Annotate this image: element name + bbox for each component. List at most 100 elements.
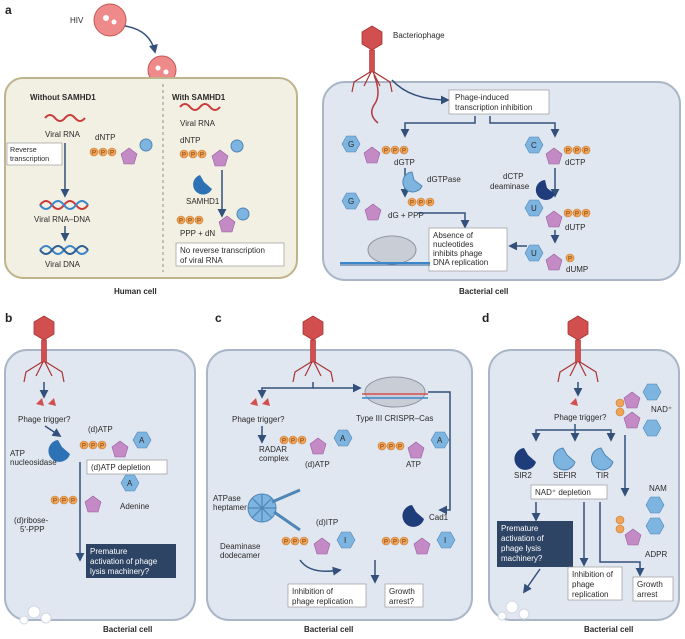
absence-line4: DNA replication (433, 258, 488, 267)
phage-dna-squiggle (371, 74, 379, 124)
dg-ppp-label: dG + PPP (388, 211, 424, 220)
growth-c-line1: Growth (389, 587, 415, 596)
premature-d-line4: machinery? (501, 554, 543, 563)
nad-plus-label: NAD⁺ (651, 405, 672, 414)
adpr-molecule-icon (615, 515, 665, 546)
panel-a: a HIV Without SAMHD1 With SAMHD1 Viral R… (4, 3, 681, 296)
bacterial-cell-a-label: Bacterial cell (459, 287, 508, 296)
lysis-burst-d-icon (497, 600, 530, 621)
bacterial-cell-b-label: Bacterial cell (103, 625, 152, 634)
bacterial-cell-c (206, 349, 473, 621)
to-dctp-arrow (489, 116, 560, 138)
inhibition-d-line1: Inhibition of (572, 570, 614, 579)
panel-label-b: b (5, 311, 12, 325)
inhibition-d-box (567, 566, 623, 601)
growth-d-line1: Growth (637, 580, 663, 589)
with-samhd1-label: With SAMHD1 (172, 93, 226, 102)
atp-nucleosidase-line2: nucleosidase (10, 458, 57, 467)
phage-trigger-b-label: Phage trigger? (18, 415, 71, 424)
g-base-1: G (348, 140, 354, 149)
bacterial-cell-c-label: Bacterial cell (304, 625, 353, 634)
bacteriophage-label: Bacteriophage (393, 31, 445, 40)
adenine-label: Adenine (120, 502, 150, 511)
atpase-line2: heptamer (213, 503, 247, 512)
no-rt-box (175, 242, 285, 267)
datp-c-label: (d)ATP (305, 460, 330, 469)
ditp-label: (d)ITP (316, 518, 338, 527)
dctp-label: dCTP (565, 158, 585, 167)
nad-depletion-label: NAD⁺ depletion (535, 488, 591, 497)
dctp-deaminase-icon (535, 180, 555, 200)
viral-rna-right-label: Viral RNA (180, 119, 216, 128)
bacterial-cell-a (322, 81, 681, 281)
growth-c-line2: arrest? (389, 597, 414, 606)
phage-inhibition-line1: Phage-induced (455, 93, 509, 102)
atp-c-label: ATP (406, 460, 421, 469)
dribose-phosphates (50, 495, 78, 505)
radar-line1: RADAR (259, 445, 287, 454)
g-base-2: G (348, 197, 354, 206)
premature-d-box (497, 521, 573, 567)
a-base-c-1: A (340, 434, 346, 443)
deaminase-line2: dodecamer (220, 551, 260, 560)
radar-complex-icon (247, 488, 301, 532)
dctp-deaminase-line1: dCTP (503, 172, 523, 181)
inhibition-d-line3: replication (572, 590, 608, 599)
datp-depletion-label: (d)ATP depletion (91, 463, 150, 472)
bacterial-cell-b (4, 349, 196, 621)
dgtp-label: dGTP (394, 158, 415, 167)
i-base-c-2: I (444, 536, 446, 545)
dntp-right-base (230, 139, 244, 153)
no-rt-line2: of viral RNA (180, 256, 223, 265)
panel-label-c: c (215, 311, 222, 325)
phage-trigger-c-icon (250, 398, 270, 406)
premature-d-line2: activation of (501, 534, 544, 543)
dntp-left-phosphates (89, 147, 117, 157)
dump-p-label: P (568, 257, 572, 263)
viral-rna-dna-label: Viral RNA–DNA (34, 215, 91, 224)
phage-inhibition-line2: transcription inhibition (455, 103, 532, 112)
without-samhd1-label: Without SAMHD1 (30, 93, 96, 102)
dgtpase-label: dGTPase (427, 175, 461, 184)
dutp-label: dUTP (565, 223, 585, 232)
ppp-product-phosphates (176, 215, 204, 225)
rna-dna-strand-blue (39, 200, 89, 210)
to-tir-arrow (575, 429, 616, 442)
dump-label: dUMP (566, 265, 588, 274)
to-absence-arrow (418, 212, 470, 229)
reverse-transcription-line2: transcription (10, 154, 49, 163)
sir2-label: SIR2 (514, 471, 532, 480)
viral-rna-strand-right (179, 103, 221, 111)
dump-phosphate (565, 253, 575, 263)
panel-b: b Phage trigger? (d)ATP A ATP nucleosida… (4, 311, 196, 634)
atpase-line1: ATPase (213, 494, 241, 503)
inhibition-c-box (287, 583, 367, 608)
phage-trigger-b-icon (36, 398, 56, 406)
ppp-dn-label: PPP + dN (180, 229, 215, 238)
tir-icon (590, 447, 614, 471)
i-base-c-1: I (344, 536, 346, 545)
absence-line2: nucleotides (433, 240, 473, 249)
sir2-icon (514, 448, 536, 470)
viral-rna-left-label: Viral RNA (45, 130, 81, 139)
dntp-right-label: dNTP (180, 136, 200, 145)
phage-inhibition-box (448, 89, 550, 115)
ditp-phosphates (281, 536, 309, 546)
to-lysis-d-arrow (522, 568, 541, 594)
nam-label: NAM (649, 484, 667, 493)
adpr-label: ADPR (645, 550, 667, 559)
reverse-transcription-line1: Reverse (10, 145, 37, 154)
a-base-b-1: A (139, 436, 145, 445)
to-inhibition-c-arrow (299, 559, 342, 576)
absence-line3: inhibits phage (433, 249, 483, 258)
inhibition-d-line2: phage (572, 580, 595, 589)
nad-depletion-box (530, 484, 608, 500)
premature-b-line3: lysis machinery? (90, 567, 150, 576)
a-base-b-2: A (127, 479, 133, 488)
no-rt-line1: No reverse transcription (180, 246, 265, 255)
crispr-to-cad1-arrow (428, 391, 451, 515)
premature-d-line1: Premature (501, 524, 539, 533)
panel-c: c Phage trigger? Type III CRISPR–Cas RAD… (206, 311, 473, 634)
phage-trigger-d-icon (570, 398, 578, 406)
datp-b-label: (d)ATP (88, 425, 113, 434)
